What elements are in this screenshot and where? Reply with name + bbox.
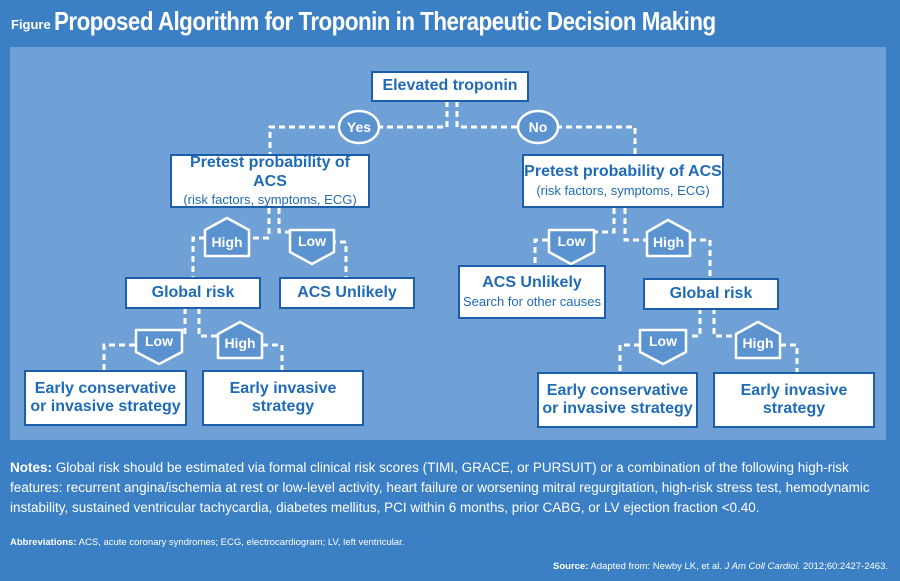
connector-left-low-acs xyxy=(330,240,348,278)
right-global-risk-text: Global risk xyxy=(669,284,753,302)
right-global-risk-box: Global risk xyxy=(643,278,779,310)
no-oval xyxy=(516,109,560,145)
right-pretest-title: Pretest probability of ACS xyxy=(524,163,722,181)
yes-oval xyxy=(337,109,381,145)
source-text-after: 2012;60:2427-2463. xyxy=(802,561,888,572)
left-invasive-line1: Early invasive xyxy=(229,379,337,397)
connector-right-low-conservative xyxy=(618,343,640,372)
right-gr-high-up-arrow-shape xyxy=(734,320,782,360)
figure-title: Proposed Algorithm for Troponin in Thera… xyxy=(54,6,716,36)
connector-left-high-invasive xyxy=(262,343,284,370)
notes-paragraph: Notes: Global risk should be estimated v… xyxy=(10,458,890,518)
notes-text: Global risk should be estimated via form… xyxy=(10,460,870,515)
connector-yes-left-pretest xyxy=(268,125,345,156)
title-bar: Figure Proposed Algorithm for Troponin i… xyxy=(0,0,900,46)
elevated-troponin-text: Elevated troponin xyxy=(382,77,518,95)
notes-label: Notes: xyxy=(10,460,53,475)
source-journal: J Am Coll Cardiol. xyxy=(724,561,801,572)
left-acs-unlikely-text: ACS Unlikely xyxy=(297,283,397,301)
left-conservative-line2: or invasive strategy xyxy=(30,398,181,415)
left-gr-low-down-arrow-shape xyxy=(134,328,184,366)
right-high-up-arrow-shape xyxy=(645,218,692,258)
right-conservative-box: Early conservative or invasive strategy xyxy=(537,372,698,428)
left-invasive-box: Early invasive strategy xyxy=(202,370,364,426)
connector-left-global-high xyxy=(197,308,218,338)
right-conservative-line1: Early conservative xyxy=(546,381,689,399)
connector-left-pretest-high xyxy=(248,208,271,240)
connector-right-low-acs xyxy=(533,238,548,266)
right-invasive-box: Early invasive strategy xyxy=(713,372,875,428)
connector-right-pretest-low xyxy=(590,208,616,234)
connector-right-pretest-high xyxy=(623,208,650,242)
left-low-down-arrow-shape xyxy=(288,228,336,266)
abbreviations-line: Abbreviations: ACS, acute coronary syndr… xyxy=(10,537,890,548)
connector-left-pretest-low xyxy=(277,208,290,234)
right-acs-unlikely-text: ACS Unlikely xyxy=(482,274,582,292)
left-pretest-subtitle: (risk factors, symptoms, ECG) xyxy=(183,191,357,207)
left-conservative-box: Early conservative or invasive strategy xyxy=(24,370,187,426)
left-acs-unlikely-box: ACS Unlikely xyxy=(279,277,415,309)
connector-root-no xyxy=(455,101,520,129)
connector-right-global-low xyxy=(688,308,702,338)
left-high-up-arrow-shape xyxy=(203,216,251,258)
left-global-risk-box: Global risk xyxy=(125,277,261,309)
connector-root-yes xyxy=(378,101,449,129)
connector-no-right-pretest xyxy=(556,125,637,156)
connector-right-high-invasive xyxy=(780,343,799,372)
right-acs-unlikely-box: ACS Unlikely Search for other causes xyxy=(458,265,606,319)
connector-left-low-conservative xyxy=(102,343,135,370)
yes-label: Yes xyxy=(346,119,372,135)
right-gr-low-down-arrow-shape xyxy=(638,328,688,366)
left-pretest-title: Pretest probability of ACS xyxy=(189,154,351,190)
right-invasive-line1: Early invasive xyxy=(740,381,848,399)
right-acs-unlikely-subtitle: Search for other causes xyxy=(462,293,602,309)
source-line: Source: Adapted from: Newby LK, et al. J… xyxy=(553,561,888,572)
no-label: No xyxy=(528,119,548,135)
connector-right-global-high xyxy=(712,308,736,338)
left-global-risk-text: Global risk xyxy=(151,283,235,301)
connector-left-high-global xyxy=(191,236,205,278)
figure-label: Figure xyxy=(11,17,51,32)
left-gr-high-up-arrow-shape xyxy=(216,320,264,360)
right-conservative-line2: or invasive strategy xyxy=(542,400,693,417)
right-low-down-arrow-shape xyxy=(547,228,596,266)
left-invasive-line2: strategy xyxy=(251,398,315,415)
left-pretest-box: Pretest probability of ACS (risk factors… xyxy=(170,154,370,208)
connector-right-high-global xyxy=(690,238,712,278)
source-label: Source: xyxy=(553,561,589,572)
abbreviations-text: ACS, acute coronary syndromes; ECG, elec… xyxy=(78,537,405,548)
right-pretest-subtitle: (risk factors, symptoms, ECG) xyxy=(536,182,710,198)
elevated-troponin-box: Elevated troponin xyxy=(371,71,529,102)
right-invasive-line2: strategy xyxy=(762,400,826,417)
left-conservative-line1: Early conservative xyxy=(34,379,177,397)
source-text-before: Adapted from: Newby LK, et al. xyxy=(590,561,722,572)
abbreviations-label: Abbreviations: xyxy=(10,537,77,548)
right-pretest-box: Pretest probability of ACS (risk factors… xyxy=(522,154,724,208)
